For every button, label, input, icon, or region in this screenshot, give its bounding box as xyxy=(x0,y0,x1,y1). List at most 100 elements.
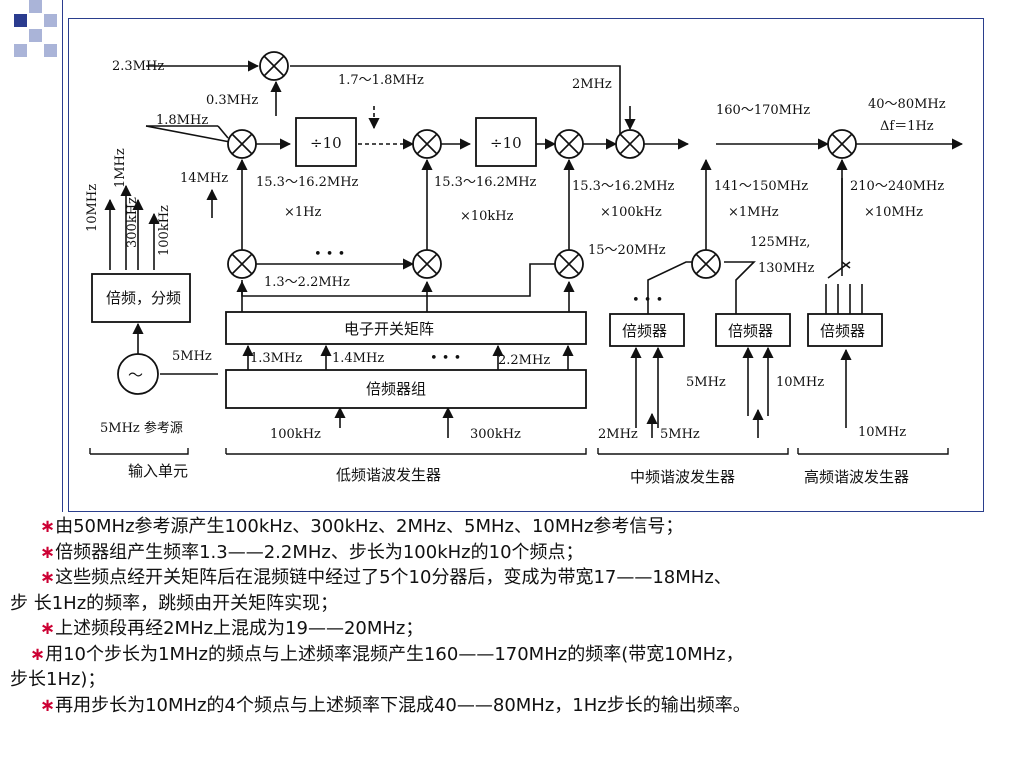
svg-text:倍频器: 倍频器 xyxy=(622,322,667,340)
mixer-m1 xyxy=(259,51,289,81)
note-5-cont: 步长1Hz)； xyxy=(10,669,106,690)
corner-square-2 xyxy=(29,0,42,13)
svg-text:14MHz: 14MHz xyxy=(180,171,228,186)
svg-text:1.7～1.8MHz: 1.7～1.8MHz xyxy=(338,73,424,88)
svg-text:15.3～16.2MHz: 15.3～16.2MHz xyxy=(256,175,359,190)
svg-text:5MHz: 5MHz xyxy=(686,375,726,390)
multiplier-group-box xyxy=(225,369,587,409)
note-5: ∗用10个步长为1MHz的频点与上述频率混频产生160——170MHz的频率(带… xyxy=(30,643,744,665)
signal-lines xyxy=(104,60,964,438)
svg-text:• • •: • • • xyxy=(632,293,663,308)
note-3: ∗这些频点经开关矩阵后在混频链中经过了5个10分器后，变成为带宽17——18MH… xyxy=(40,567,732,588)
svg-text:×10MHz: ×10MHz xyxy=(864,205,923,220)
svg-text:×1Hz: ×1Hz xyxy=(284,205,322,220)
corner-square-6 xyxy=(14,44,27,57)
svg-text:10MHz: 10MHz xyxy=(776,375,824,390)
vertical-rule xyxy=(62,0,63,512)
svg-text:Δf＝1Hz: Δf＝1Hz xyxy=(880,119,934,134)
svg-text:300kHz: 300kHz xyxy=(125,197,140,248)
svg-text:300kHz: 300kHz xyxy=(470,427,521,442)
svg-text:• • •: • • • xyxy=(314,247,345,262)
svg-text:5MHz 参考源: 5MHz 参考源 xyxy=(100,420,183,436)
svg-text:输入单元: 输入单元 xyxy=(128,462,188,480)
svg-text:160～170MHz: 160～170MHz xyxy=(716,103,810,118)
mixer-m3 xyxy=(412,129,442,159)
svg-text:2.3MHz: 2.3MHz xyxy=(112,59,164,74)
svg-text:40～80MHz: 40～80MHz xyxy=(868,97,946,112)
bullet-icon: ∗ xyxy=(40,567,56,588)
svg-text:100kHz: 100kHz xyxy=(270,427,321,442)
note-2: ∗倍频器组产生频率1.3——2.2MHz、步长为100kHz的10个频点； xyxy=(40,541,584,563)
svg-text:中频谐波发生器: 中频谐波发生器 xyxy=(630,468,735,486)
svg-text:～: ～ xyxy=(128,366,143,384)
svg-text:低频谐波发生器: 低频谐波发生器 xyxy=(336,466,441,484)
oscillator-circle xyxy=(117,353,159,395)
bullet-icon: ∗ xyxy=(40,618,56,639)
svg-text:• • •: • • • xyxy=(430,351,461,366)
svg-text:5MHz: 5MHz xyxy=(660,427,700,442)
svg-text:1.3MHz: 1.3MHz xyxy=(250,351,302,366)
bullet-icon: ∗ xyxy=(40,694,56,716)
mid-mult-b-box xyxy=(715,313,791,347)
svg-text:5MHz: 5MHz xyxy=(172,349,212,364)
svg-text:倍频器组: 倍频器组 xyxy=(366,380,426,398)
svg-text:高频谐波发生器: 高频谐波发生器 xyxy=(804,468,909,486)
diagram-labels: 2.3MHz 0.3MHz 1.8MHz 1.7～1.8MHz 2MHz 160… xyxy=(85,59,946,486)
bullet-icon: ∗ xyxy=(30,643,46,665)
svg-text:2MHz: 2MHz xyxy=(572,77,612,92)
svg-text:倍频器: 倍频器 xyxy=(728,322,773,340)
mul-div-box xyxy=(91,273,191,323)
note-6: ∗再用步长为10MHz的4个频点与上述频率下混成40——80MHz，1Hz步长的… xyxy=(40,694,751,716)
corner-square-4 xyxy=(44,14,57,27)
mixer-m8 xyxy=(412,249,442,279)
switch-matrix-box xyxy=(225,311,587,345)
divider-1-box xyxy=(295,117,357,167)
mixer-m9 xyxy=(554,249,584,279)
note-4: ∗上述频段再经2MHz上混成为19——20MHz； xyxy=(40,618,424,639)
svg-text:2.2MHz: 2.2MHz xyxy=(498,353,550,368)
svg-text:10MHz: 10MHz xyxy=(858,425,906,440)
svg-text:1.3～2.2MHz: 1.3～2.2MHz xyxy=(264,275,350,290)
svg-text:100kHz: 100kHz xyxy=(157,205,172,256)
note-3-cont: 步 长1Hz的频率，跳频由开关矩阵实现； xyxy=(10,592,339,614)
mixer-m7 xyxy=(227,249,257,279)
svg-text:2MHz: 2MHz xyxy=(598,427,638,442)
svg-text:×10kHz: ×10kHz xyxy=(460,209,514,224)
corner-square-1 xyxy=(14,14,27,27)
svg-text:×100kHz: ×100kHz xyxy=(600,205,662,220)
divider-2-box xyxy=(475,117,537,167)
svg-text:15～20MHz: 15～20MHz xyxy=(588,243,666,258)
svg-text:10MHz: 10MHz xyxy=(85,184,100,232)
section-brackets xyxy=(89,448,949,455)
corner-square-3 xyxy=(29,29,42,42)
mixer-m5 xyxy=(615,129,645,159)
svg-text:÷10: ÷10 xyxy=(490,134,522,152)
blocks xyxy=(91,117,883,409)
svg-text:15.3～16.2MHz: 15.3～16.2MHz xyxy=(572,179,675,194)
synthesizer-block-diagram: 2.3MHz 0.3MHz 1.8MHz 1.7～1.8MHz 2MHz 160… xyxy=(85,51,964,486)
svg-text:电子开关矩阵: 电子开关矩阵 xyxy=(344,320,434,338)
svg-text:130MHz: 130MHz xyxy=(758,261,814,276)
svg-text:141～150MHz: 141～150MHz xyxy=(714,179,808,194)
svg-text:倍频，分频: 倍频，分频 xyxy=(106,289,181,307)
svg-text:÷10: ÷10 xyxy=(310,134,342,152)
explanation-notes: ∗由50MHz参考源产生100kHz、300kHz、2MHz、5MHz、10MH… xyxy=(10,514,1020,718)
svg-text:0.3MHz: 0.3MHz xyxy=(206,93,258,108)
mixer-m4 xyxy=(554,129,584,159)
svg-text:15.3～16.2MHz: 15.3～16.2MHz xyxy=(434,175,537,190)
diagram-frame xyxy=(68,18,984,512)
mixer-m6 xyxy=(827,129,857,159)
mid-mult-a-box xyxy=(609,313,685,347)
mixer-m10 xyxy=(691,249,721,279)
note-1: ∗由50MHz参考源产生100kHz、300kHz、2MHz、5MHz、10MH… xyxy=(40,516,684,537)
bullet-icon: ∗ xyxy=(40,541,56,563)
high-mult-box xyxy=(807,313,883,347)
svg-text:1MHz: 1MHz xyxy=(113,148,128,188)
svg-text:倍频器: 倍频器 xyxy=(820,322,865,340)
svg-text:1.8MHz: 1.8MHz xyxy=(156,113,208,128)
svg-text:1.4MHz: 1.4MHz xyxy=(332,351,384,366)
svg-text:×1MHz: ×1MHz xyxy=(728,205,779,220)
mixer-m2 xyxy=(227,129,257,159)
corner-square-5 xyxy=(44,44,57,57)
bullet-icon: ∗ xyxy=(40,516,56,537)
